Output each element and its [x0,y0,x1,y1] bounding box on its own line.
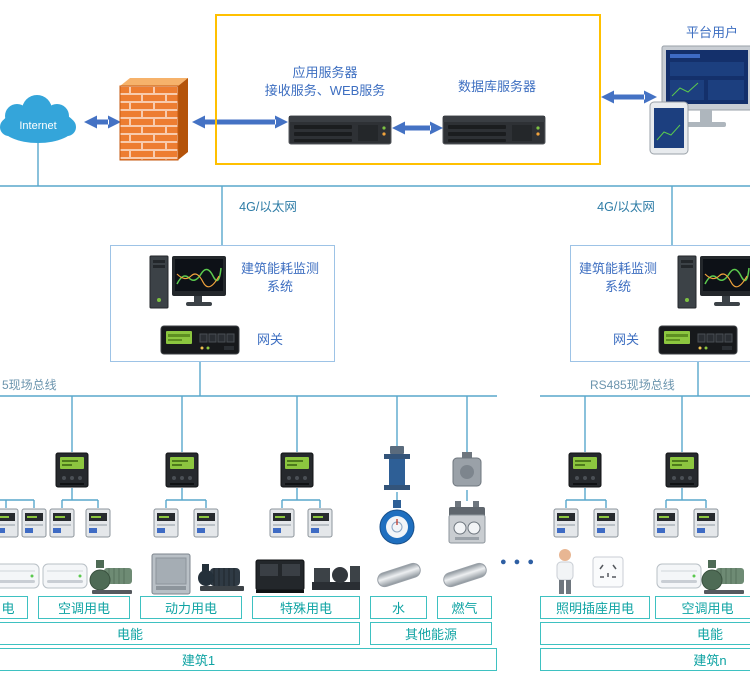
gas-pipe-icon [441,561,489,589]
right-link-label: 4G/以太网 [597,200,655,214]
branch-meter-icon [0,508,19,538]
right-station-title: 建筑能耗监测 系统 [574,260,662,296]
server-group-box [215,14,601,165]
branch-meter-icon [653,508,679,538]
water-flow-meter-icon [384,446,410,490]
left-station-title-line2: 系统 [266,279,293,295]
person-icon [556,548,574,595]
building1-other-energy-group: 其他能源 [370,622,492,645]
motor-icon [197,563,245,592]
right-monitoring-box [570,245,750,362]
buildingN-electric-group: 电能 [540,622,750,645]
platform-user-label: 平台用户 [685,25,738,40]
branch-meter-icon [193,508,219,538]
left-station-title-line1: 建筑能耗监测 [240,261,319,276]
flow-arrows [84,90,657,135]
right-station-title-line2: 系统 [604,279,631,295]
air-conditioner-icon [656,563,702,589]
branch-meter-icon [593,508,619,538]
category-label-power: 动力用电 [140,596,242,619]
power-cabinet-icon [151,553,191,595]
pump-icon [701,559,745,595]
db-server-label: 数据库服务器 [457,79,536,94]
internet-cloud-icon [0,95,76,143]
energy-meter-icon [568,452,602,488]
building1-label: 建筑1 [0,648,497,671]
category-label-hvac-n: 空调用电 [655,596,750,619]
right-station-title-line1: 建筑能耗监测 [578,261,657,276]
ellipsis-dots: ● ● ● [499,556,537,568]
branch-meter-icon [693,508,719,538]
energy-meter-icon [55,452,89,488]
branch-meter-icon [85,508,111,538]
left-link-label: 4G/以太网 [239,200,297,214]
energy-meter-icon [665,452,699,488]
category-label-gas: 燃气 [437,596,492,619]
left-station-title: 建筑能耗监测 系统 [228,260,332,296]
left-fieldbus-label: 5现场总线 [2,378,57,392]
generator-icon [312,566,360,590]
right-fieldbus-label: RS485现场总线 [590,378,675,392]
pump-icon [89,559,133,595]
category-label-lighting: 照明插座用电 [540,596,650,619]
connector-lines [0,143,750,508]
branch-meter-icon [21,508,47,538]
firewall-icon [119,78,188,161]
right-gateway-label: 网关 [612,332,639,347]
branch-meter-icon [553,508,579,538]
socket-icon [592,556,624,588]
special-equipment-icon [255,559,305,594]
category-label-hvac: 空调用电 [38,596,130,619]
left-gateway-label: 网关 [256,332,283,347]
internet-label: Internet [19,120,57,132]
water-meter-icon [379,499,415,545]
category-label-special: 特殊用电 [252,596,360,619]
energy-meter-icon [165,452,199,488]
gas-meter-icon [448,500,486,544]
app-server-subtitle: 接收服务、WEB服务 [264,83,386,99]
category-label-water: 水 [370,596,427,619]
app-server-label: 应用服务器 接收服务、WEB服务 [250,64,400,100]
building1-electric-group: 电能 [0,622,360,645]
left-monitoring-box [110,245,335,362]
air-conditioner-icon [42,563,88,589]
buildingN-label: 建筑n [540,648,750,671]
branch-meter-icon [269,508,295,538]
branch-meter-icon [307,508,333,538]
branch-meter-icon [153,508,179,538]
water-pipe-icon [375,561,423,589]
app-server-title: 应用服务器 [292,65,358,80]
air-conditioner-icon [0,563,40,589]
category-label-partial: 电 [0,596,28,619]
gas-regulator-icon [452,451,482,487]
platform-terminal-icon [649,45,750,155]
branch-meter-icon [49,508,75,538]
energy-meter-icon [280,452,314,488]
